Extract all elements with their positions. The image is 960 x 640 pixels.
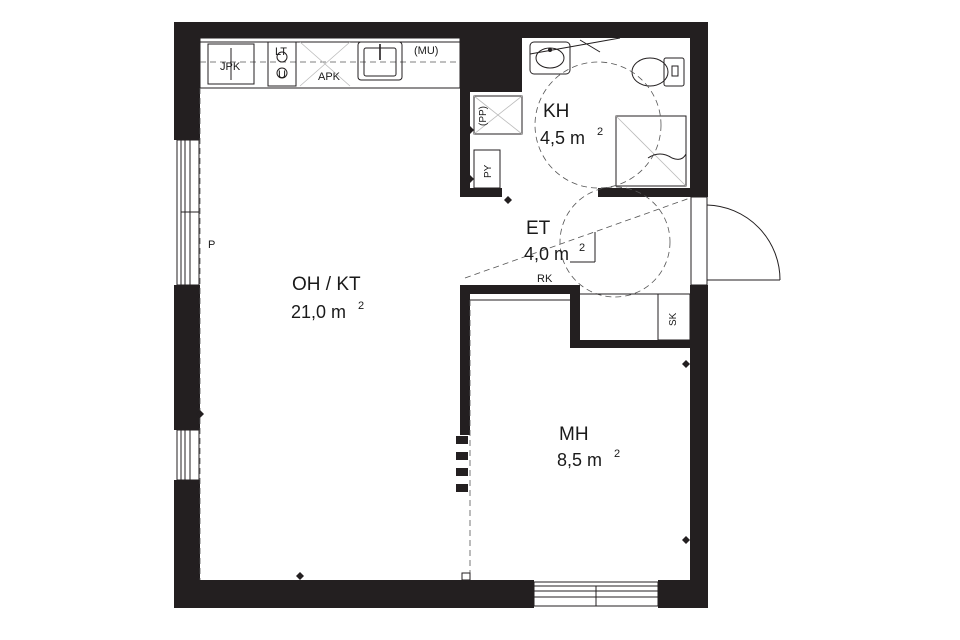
window-bottom xyxy=(533,581,659,607)
dryer: PY xyxy=(473,149,501,189)
bathroom-fixtures: (PP) PY xyxy=(473,37,687,189)
washbasin xyxy=(529,41,571,75)
room-label-living: OH / KT 21,0 m 2 xyxy=(291,274,364,322)
cabinet-apk: APK xyxy=(299,41,351,87)
room-label-bathroom: KH 4,5 m 2 xyxy=(540,101,603,148)
svg-text:APK: APK xyxy=(318,71,341,83)
cabinet-sk: SK xyxy=(657,293,691,341)
svg-text:(PP): (PP) xyxy=(478,106,489,126)
room-name-hall: ET xyxy=(526,218,551,239)
kitchen-counter: JPK LT U APK (MU) xyxy=(199,37,461,89)
svg-text:SK: SK xyxy=(668,312,679,326)
room-name-living: OH / KT xyxy=(292,274,361,295)
outer-walls xyxy=(174,22,708,608)
svg-text:2: 2 xyxy=(579,242,585,254)
svg-text:2: 2 xyxy=(614,448,620,460)
svg-text:P: P xyxy=(208,239,215,251)
entrance-door xyxy=(690,196,781,286)
room-label-bedroom: MH 8,5 m 2 xyxy=(557,424,620,470)
room-label-hall: ET 4,0 m 2 xyxy=(524,218,585,264)
room-name-bedroom: MH xyxy=(559,424,589,445)
svg-text:LT: LT xyxy=(275,46,287,58)
room-name-bathroom: KH xyxy=(543,101,569,122)
svg-text:2: 2 xyxy=(358,300,364,312)
room-area-hall: 4,0 m xyxy=(524,244,569,264)
svg-text:RK: RK xyxy=(537,273,553,285)
window-left-lower xyxy=(176,429,200,481)
living-room-details: P xyxy=(199,88,471,581)
window-left-upper xyxy=(176,139,200,286)
svg-text:JPK: JPK xyxy=(220,61,241,73)
electrical-markers xyxy=(196,126,690,580)
toilet xyxy=(631,57,685,87)
windows xyxy=(176,139,659,607)
svg-text:PY: PY xyxy=(483,164,494,178)
sink xyxy=(357,41,403,81)
inner-walls xyxy=(460,38,708,435)
svg-text:U: U xyxy=(278,69,286,81)
stove: LT U xyxy=(267,41,297,87)
room-area-living: 21,0 m xyxy=(291,302,346,322)
washing-machine: (PP) xyxy=(473,95,523,135)
room-area-bathroom: 4,5 m xyxy=(540,128,585,148)
room-area-bedroom: 8,5 m xyxy=(557,450,602,470)
svg-text:(MU): (MU) xyxy=(414,45,438,57)
hall-fixtures: SK RK xyxy=(464,186,691,341)
dishwasher: JPK xyxy=(207,43,255,85)
svg-text:2: 2 xyxy=(597,126,603,138)
shower xyxy=(615,115,687,187)
